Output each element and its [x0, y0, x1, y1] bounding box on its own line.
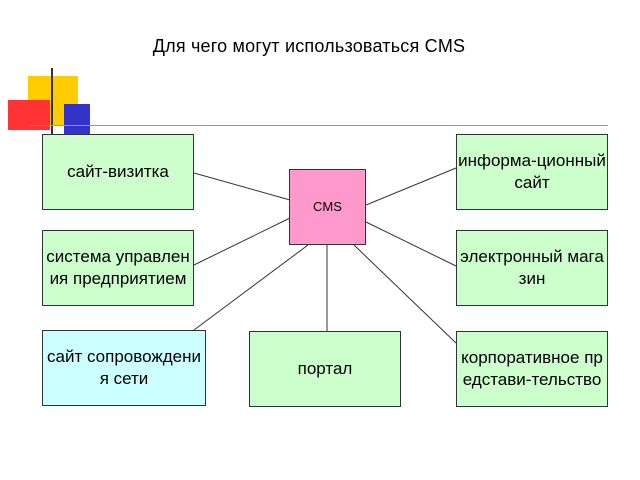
cms-center-label: CMS	[313, 199, 342, 214]
node-info-site: информа-ционный сайт	[456, 134, 608, 210]
decor-blue-square	[64, 104, 90, 136]
node-ecommerce: электронный магазин	[456, 230, 608, 306]
page-title: Для чего могут использоваться CMS	[152, 36, 466, 56]
node-ecommerce-label: электронный магазин	[460, 247, 604, 288]
connector-ecommerce	[365, 221, 457, 267]
connector-business-card	[193, 172, 291, 201]
node-portal: портал	[249, 331, 401, 407]
node-portal-label: портал	[297, 359, 353, 378]
node-info-site-label: информа-ционный сайт	[458, 151, 606, 192]
decor-horizontal-rule	[30, 125, 608, 126]
cms-center-node: CMS	[289, 169, 366, 245]
node-corporate: корпоративное представи-тельство	[456, 331, 608, 407]
node-corporate-label: корпоративное представи-тельство	[461, 348, 603, 389]
connector-enterprise-system	[193, 217, 291, 266]
node-enterprise-system-label: система управления предприятием	[46, 247, 190, 288]
node-business-card: сайт-визитка	[42, 134, 194, 210]
connector-corporate	[353, 244, 457, 344]
node-network-support-label: сайт сопровождения сети	[47, 347, 201, 388]
decor-vertical-line	[51, 68, 53, 138]
node-network-support: сайт сопровождения сети	[42, 330, 206, 406]
connector-info-site	[365, 167, 457, 206]
connector-network-support	[193, 244, 309, 331]
node-enterprise-system: система управления предприятием	[42, 230, 194, 306]
node-business-card-label: сайт-визитка	[67, 162, 169, 181]
